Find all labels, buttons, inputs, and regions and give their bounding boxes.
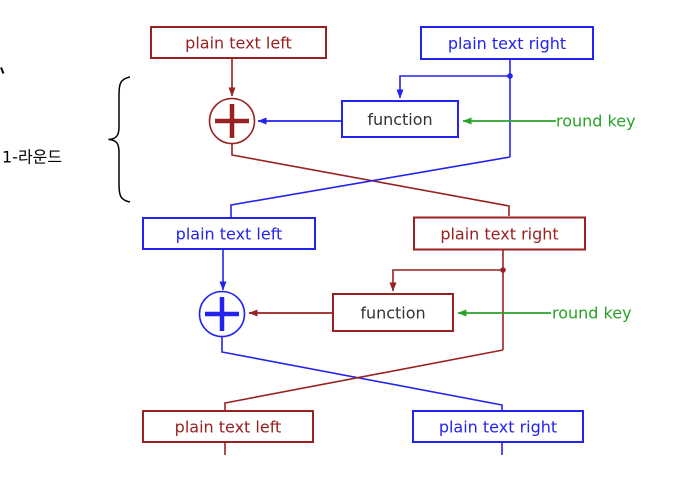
bottom-right-box-label: plain text right bbox=[439, 418, 557, 437]
edge-artifact-tick bbox=[0, 67, 5, 74]
mid-left-box bbox=[142, 217, 316, 250]
bottom-left-box-label: plain text left bbox=[175, 418, 282, 437]
mid-right-box-label: plain text right bbox=[440, 225, 558, 244]
xor2-icon bbox=[198, 290, 246, 338]
cross-blue-line-2 bbox=[221, 336, 503, 410]
xor1-icon bbox=[208, 97, 256, 145]
top-left-box-label: plain text left bbox=[185, 34, 292, 53]
branch-to-function1-arrow bbox=[396, 75, 510, 99]
bottom-right-box bbox=[412, 410, 584, 443]
mid-left-box-label: plain text left bbox=[176, 225, 283, 244]
top-right-box-label: plain text right bbox=[448, 34, 566, 53]
branch-to-function2-arrow bbox=[389, 269, 503, 292]
round-brace-icon bbox=[108, 76, 131, 203]
function1-box bbox=[341, 100, 459, 138]
round-key2-label: round key bbox=[552, 304, 632, 323]
round-key1-label: round key bbox=[556, 112, 636, 131]
bottom-left-box bbox=[142, 410, 314, 443]
round-1-label: 1-라운드 bbox=[2, 148, 62, 167]
mid-right-box bbox=[413, 216, 586, 251]
top-right-box bbox=[420, 26, 594, 60]
function2-label: function bbox=[360, 304, 425, 323]
cross-red-line-2 bbox=[224, 349, 504, 410]
top-left-box bbox=[150, 26, 327, 59]
cross-red-line-1 bbox=[231, 143, 510, 216]
function1-label: function bbox=[367, 110, 432, 129]
cross-blue-line-1 bbox=[230, 156, 511, 217]
function2-box bbox=[332, 293, 454, 332]
